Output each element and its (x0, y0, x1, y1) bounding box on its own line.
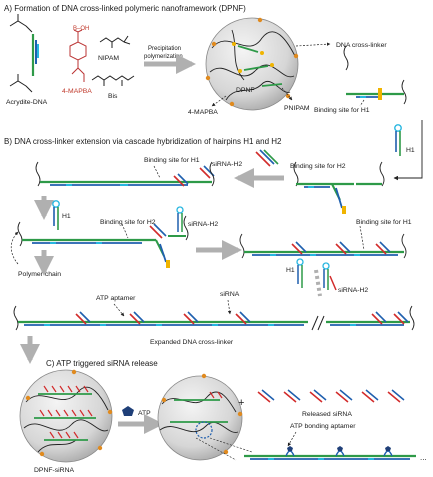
crosslinker-with-h1 (293, 161, 385, 214)
sirna-h2-middle (176, 206, 184, 232)
label-released-sirna: Released siRNA (302, 411, 352, 418)
label-sirna-h2-lower: siRNA-H2 (338, 287, 368, 294)
label-binding-h1-right: Binding site for H1 (356, 219, 412, 226)
label-h1-left: H1 (62, 213, 71, 220)
dpnf-sirna-sphere (19, 369, 113, 463)
zoom-line-2 (195, 437, 237, 461)
plus-sign: + (238, 397, 244, 409)
label-expanded-crosslinker: Expanded DNA cross-linker (150, 339, 234, 346)
label-atp-bonding-aptamer: ATP bonding aptamer (290, 423, 356, 430)
callout-atp-bonding (287, 431, 297, 447)
callout-binding-h1-row1 (153, 165, 161, 179)
callout-binding-h2-mid (121, 223, 129, 239)
hairpin-h1-top (394, 124, 402, 156)
label-binding-h1-a: Binding site for H1 (314, 107, 370, 114)
arrow-label-precipitation: Precipitation (148, 46, 181, 52)
dashed-arrow-lower (314, 269, 322, 297)
bis-structure (91, 75, 135, 86)
label-acrydite-dna: Acrydite-DNA (6, 99, 48, 106)
label-mapba: 4-MAPBA (62, 88, 92, 95)
expanded-crosslinker (13, 305, 415, 331)
dpnf-sphere (205, 17, 299, 111)
nipam-structure (99, 35, 131, 48)
label-h1-lower: H1 (286, 267, 295, 274)
label-atp-aptamer: ATP aptamer (96, 295, 136, 302)
aptamer-strand-zoom (244, 446, 416, 460)
zoom-line-1 (209, 437, 253, 453)
callout-binding-h1-right (359, 225, 365, 251)
sirna-h2-top (255, 149, 279, 167)
label-dpnf: DPNF (236, 87, 255, 94)
section-c-title: C) ATP triggered siRNA release (46, 359, 158, 368)
label-dpnf-sirna: DPNF-siRNA (34, 467, 74, 474)
label-dna-crosslinker: DNA cross-linker (336, 42, 387, 49)
label-pnipam: PNIPAM (284, 105, 310, 112)
mapba-structure (69, 29, 87, 82)
atp-pentagon-icon (122, 406, 134, 416)
label-atp: ATP (138, 410, 151, 417)
label-h1-top: H1 (406, 147, 415, 154)
callout-polymer-chain (10, 231, 19, 265)
boronic-oh-label: B–OH (73, 26, 89, 32)
arrow-label-polymerization: polymerization (144, 54, 183, 60)
callout-sirna (227, 299, 232, 315)
label-mapba-right: 4-MAPBA (188, 109, 218, 116)
continuation-dots: ... (420, 453, 427, 462)
label-polymer-chain: Polymer chain (18, 271, 61, 278)
label-sirna-h2-top: siRNA-H2 (212, 161, 242, 168)
label-sirna-h2-mid: siRNA-H2 (188, 221, 218, 228)
callout-atp-aptamer (113, 303, 125, 317)
callout-mapba (211, 95, 227, 107)
crosslinker-row-1 (35, 161, 215, 187)
callout-binding-h1-a (359, 99, 365, 107)
hairpin-h1-lower (296, 258, 304, 288)
released-sirna-group (257, 389, 405, 403)
acrydite-dna-structure (9, 14, 39, 93)
label-bis: Bis (108, 93, 118, 100)
label-binding-h2-top: Binding site for H2 (290, 163, 346, 170)
crosslinker-row-2-right (239, 233, 407, 259)
callout-dna-crosslinker (295, 42, 331, 47)
section-a-title: A) Formation of DNA cross-linked polymer… (4, 4, 246, 13)
arrow-a-to-b (393, 120, 423, 181)
hairpin-h1-left (52, 200, 60, 230)
label-sirna: siRNA (220, 291, 240, 298)
crosslinker-zoom-a (343, 45, 407, 105)
crosslinker-row-2 (17, 215, 189, 268)
dpnf-released-sphere (157, 373, 243, 461)
sirna-h2-lower (322, 262, 337, 291)
label-nipam: NIPAM (98, 55, 119, 62)
label-binding-h2-mid: Binding site for H2 (100, 219, 156, 226)
section-b-title: B) DNA cross-linker extension via cascad… (4, 137, 282, 146)
label-binding-h1-row1: Binding site for H1 (144, 157, 200, 164)
callout-pnipam (281, 87, 293, 101)
